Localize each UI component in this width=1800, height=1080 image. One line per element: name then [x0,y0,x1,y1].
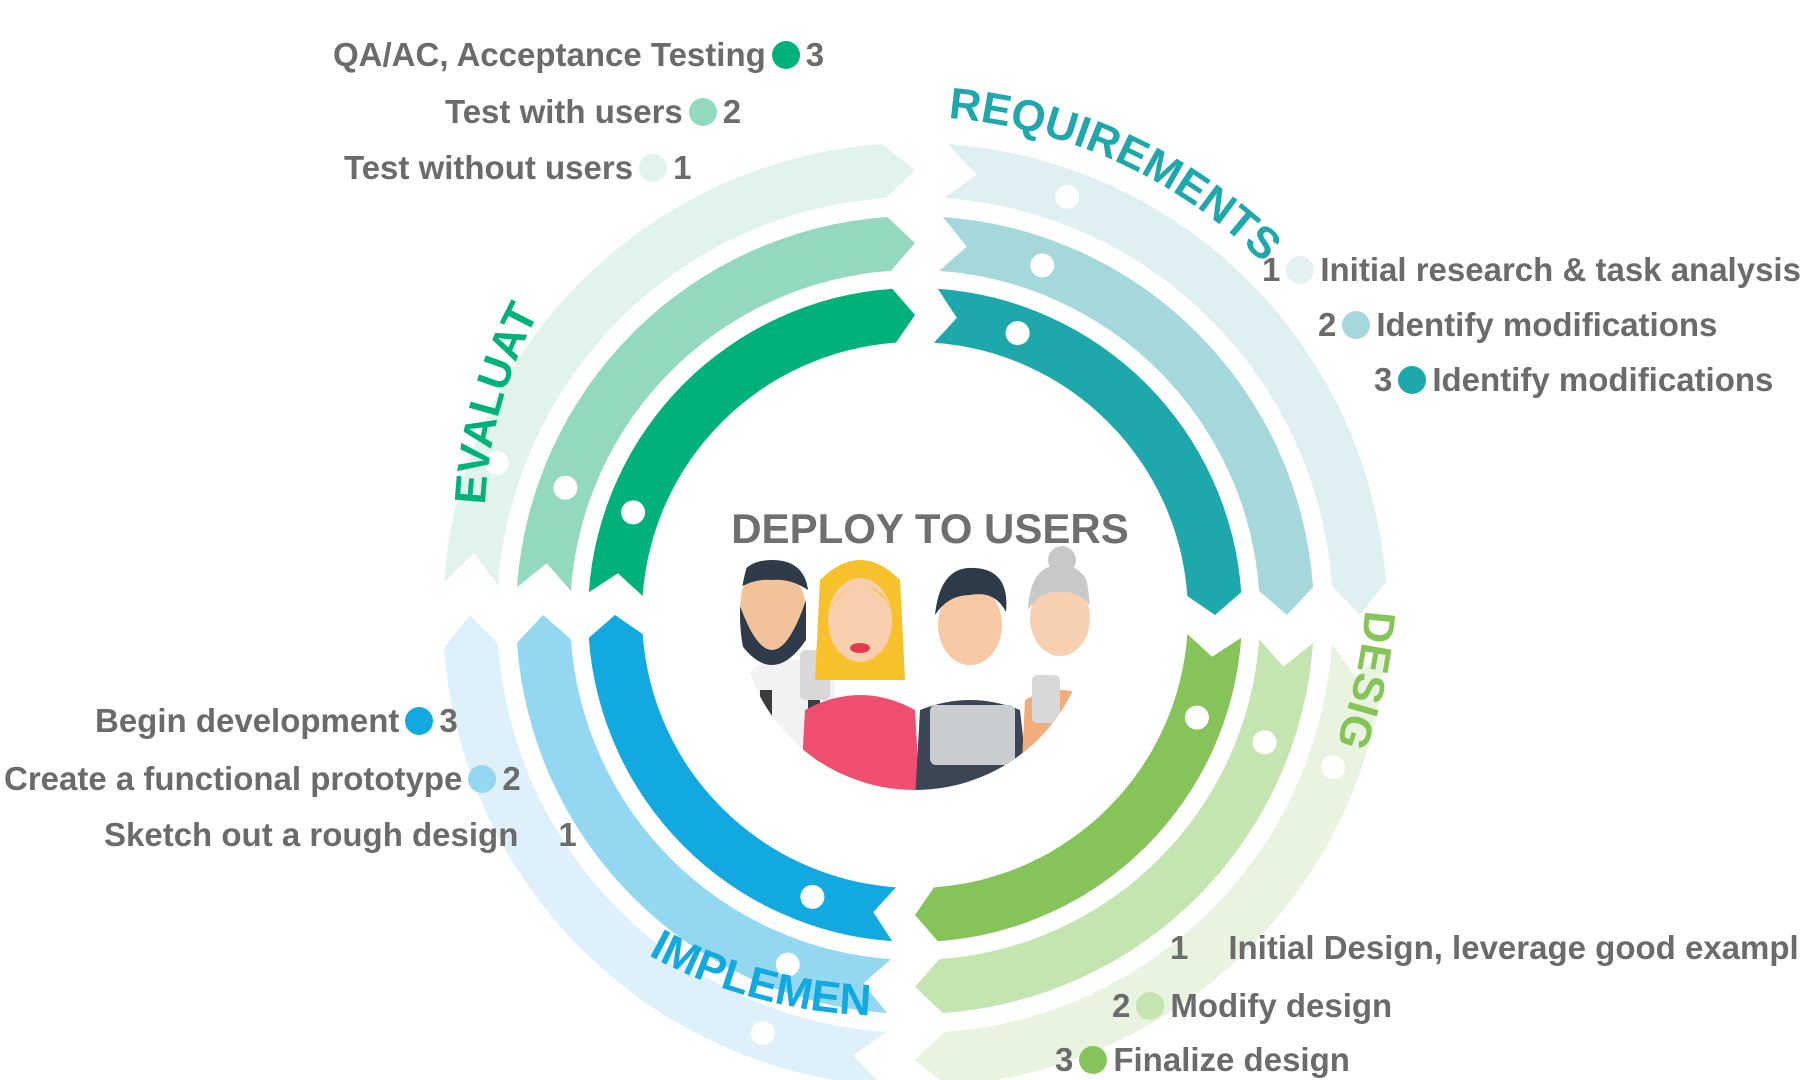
evaluate-item-3: QA/AC, Acceptance Testing 3 [333,35,824,75]
level-dot-icon [524,821,553,849]
level-dot-icon [1194,934,1223,962]
design-arc-3 [915,634,1242,942]
item-label: Test with users [445,93,683,130]
level-dot-icon [468,765,497,793]
item-number: 2 [1318,306,1337,343]
item-number: 3 [1374,361,1393,398]
evaluate-item-2: Test with users 2 [445,92,741,132]
implement-arc-dot-2 [775,952,800,977]
item-label: Create a functional prototype [4,760,463,797]
implement-arc-dot-3 [800,884,825,909]
blonde-woman-figure [800,560,920,790]
requirements-arc-2 [939,216,1314,616]
requirements-arc-1 [944,144,1386,615]
implement-arc-3 [588,615,896,942]
requirements-item-1: 1 Initial research & task analysis [1262,250,1800,290]
older-woman-figure [1020,546,1090,790]
item-label: QA/AC, Acceptance Testing [333,36,766,73]
level-dot-icon [1136,992,1165,1020]
design-item-1: 1 Initial Design, leverage good examples [1170,928,1800,968]
item-label: Sketch out a rough design [104,816,519,853]
level-dot-icon [688,98,717,126]
design-item-3: 3 Finalize design [1055,1040,1350,1080]
evaluate-arc-2 [516,216,915,591]
item-number: 3 [1055,1041,1074,1078]
evaluate-arc-dot-3 [621,500,646,525]
requirements-arc-3 [934,288,1242,615]
level-dot-icon [639,154,668,182]
item-number: 2 [722,93,742,130]
item-label: Test without users [344,149,634,186]
item-number: 3 [439,702,458,739]
item-label: Initial Design, leverage good examples [1228,929,1800,966]
design-arc-dot-2 [1252,730,1277,755]
design-item-2: 2 Modify design [1112,986,1392,1026]
item-number: 2 [502,760,521,797]
item-number: 1 [1170,929,1189,966]
requirements-arc-dot-2 [1030,253,1055,278]
implement-arc-dot-1 [750,1021,775,1046]
evaluate-arc-dot-1 [484,450,509,475]
users-illustration [740,546,1090,790]
implement-item-1: Sketch out a rough design 1 [104,815,577,855]
requirements-item-2: 2 Identify modifications [1318,305,1717,345]
item-label: Modify design [1170,987,1393,1024]
level-dot-icon [771,41,800,69]
level-dot-icon [1342,311,1371,339]
young-man-figure [915,567,1030,790]
item-number: 1 [1262,251,1281,288]
implement-item-3: Begin development 3 [95,701,458,741]
item-label: Finalize design [1113,1041,1350,1078]
level-dot-icon [1079,1046,1108,1074]
implement-arc-2 [516,615,891,1014]
level-dot-icon [405,707,434,735]
requirements-arc-dot-1 [1055,184,1080,209]
cycle-dots [484,184,1346,1046]
evaluate-arc-1 [444,144,915,586]
item-number: 3 [805,36,825,73]
evaluate-item-1: Test without users 1 [344,148,691,188]
requirements-item-3: 3 Identify modifications [1374,360,1773,400]
item-number: 2 [1112,987,1131,1024]
requirements-arc-dot-3 [1005,321,1030,346]
evaluate-arc-3 [588,288,915,596]
level-dot-icon [1398,366,1427,394]
cycle-arcs [444,144,1386,1080]
deploy-to-users-title: DEPLOY TO USERS [731,505,1129,552]
item-label: Initial research & task analysis [1320,251,1800,288]
design-arc-dot-3 [1184,705,1209,730]
level-dot-icon [1286,256,1315,284]
design-arc-2 [915,639,1314,1014]
implement-item-2: Create a functional prototype 2 [4,759,521,799]
item-label: Begin development [95,702,400,739]
item-label: Identify modifications [1376,306,1718,343]
item-number: 1 [673,149,692,186]
evaluate-title: EVALUATE [0,0,548,506]
item-label: Identify modifications [1432,361,1774,398]
item-number: 1 [558,816,577,853]
design-arc-dot-1 [1321,755,1346,780]
evaluate-arc-dot-2 [553,475,578,500]
